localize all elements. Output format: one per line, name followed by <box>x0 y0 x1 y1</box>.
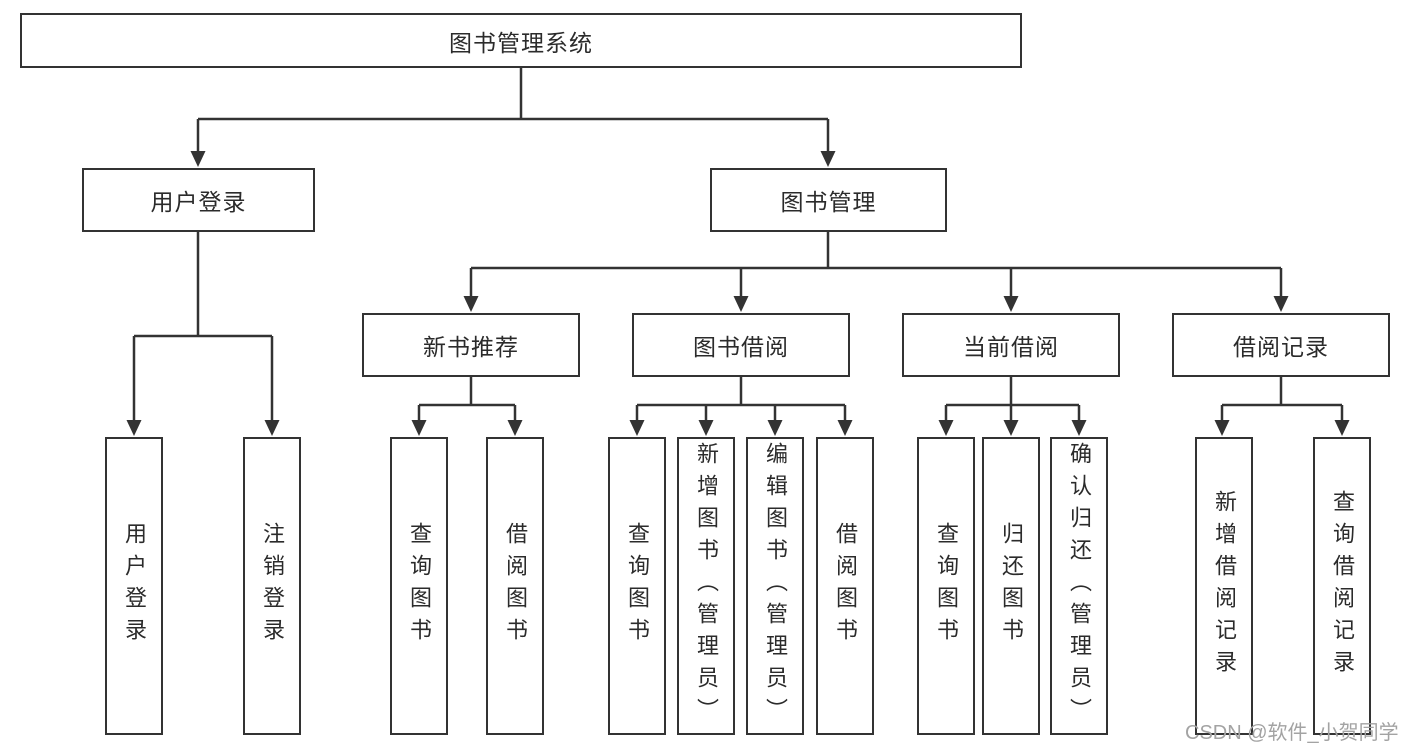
node-label: 借阅记录 <box>1233 334 1329 360</box>
leaf-label: 借阅图书 <box>833 522 858 650</box>
node-label: 图书借阅 <box>693 334 789 360</box>
leaf-borrow-book-2: 借阅图书 <box>816 437 874 735</box>
leaf-borrow-book-1: 借阅图书 <box>486 437 544 735</box>
leaf-label: 查询图书 <box>625 522 650 650</box>
leaf-query-book-2: 查询图书 <box>608 437 666 735</box>
leaf-label: 新增借阅记录 <box>1212 490 1237 682</box>
node-borrow-record: 借阅记录 <box>1172 313 1390 377</box>
leaf-label: 查询借阅记录 <box>1330 490 1355 682</box>
node-label: 当前借阅 <box>963 334 1059 360</box>
leaf-label: 归还图书 <box>999 522 1024 650</box>
node-label: 新书推荐 <box>423 334 519 360</box>
connector-new-book-recommend <box>411 377 523 436</box>
leaf-query-book-3: 查询图书 <box>917 437 975 735</box>
connector-root-to-level2 <box>190 68 836 167</box>
leaf-label: 查询图书 <box>407 522 432 650</box>
leaf-label: 新增图书（管理员） <box>694 442 719 730</box>
leaf-confirm-return-admin: 确认归还（管理员） <box>1050 437 1108 735</box>
node-new-book-recommend: 新书推荐 <box>362 313 580 377</box>
leaf-add-book-admin: 新增图书（管理员） <box>677 437 735 735</box>
node-book-borrow: 图书借阅 <box>632 313 850 377</box>
connector-book-borrow <box>629 377 853 436</box>
node-current-borrow: 当前借阅 <box>902 313 1120 377</box>
leaf-label: 确认归还（管理员） <box>1067 442 1092 730</box>
leaf-label: 用户登录 <box>122 522 147 650</box>
csdn-watermark: CSDN @软件_小贺同学 <box>1185 722 1399 744</box>
leaf-query-book-1: 查询图书 <box>390 437 448 735</box>
connector-book-management-to-level3 <box>463 232 1289 312</box>
leaf-label: 查询图书 <box>934 522 959 650</box>
node-label: 图书管理系统 <box>449 29 593 56</box>
leaf-label: 编辑图书（管理员） <box>763 442 788 730</box>
leaf-label: 注销登录 <box>260 522 285 650</box>
node-user-login: 用户登录 <box>82 168 315 232</box>
leaf-add-borrow-record: 新增借阅记录 <box>1195 437 1253 735</box>
node-book-management: 图书管理 <box>710 168 947 232</box>
leaf-user-login: 用户登录 <box>105 437 163 735</box>
node-label: 用户登录 <box>150 189 247 215</box>
connector-user-login-branch <box>126 232 280 436</box>
connector-borrow-record <box>1214 377 1350 436</box>
node-label: 图书管理 <box>780 189 877 215</box>
node-library-system: 图书管理系统 <box>20 13 1022 68</box>
leaf-return-book: 归还图书 <box>982 437 1040 735</box>
leaf-query-borrow-record: 查询借阅记录 <box>1313 437 1371 735</box>
connector-current-borrow <box>938 377 1087 436</box>
leaf-label: 借阅图书 <box>503 522 528 650</box>
leaf-edit-book-admin: 编辑图书（管理员） <box>746 437 804 735</box>
leaf-logout: 注销登录 <box>243 437 301 735</box>
